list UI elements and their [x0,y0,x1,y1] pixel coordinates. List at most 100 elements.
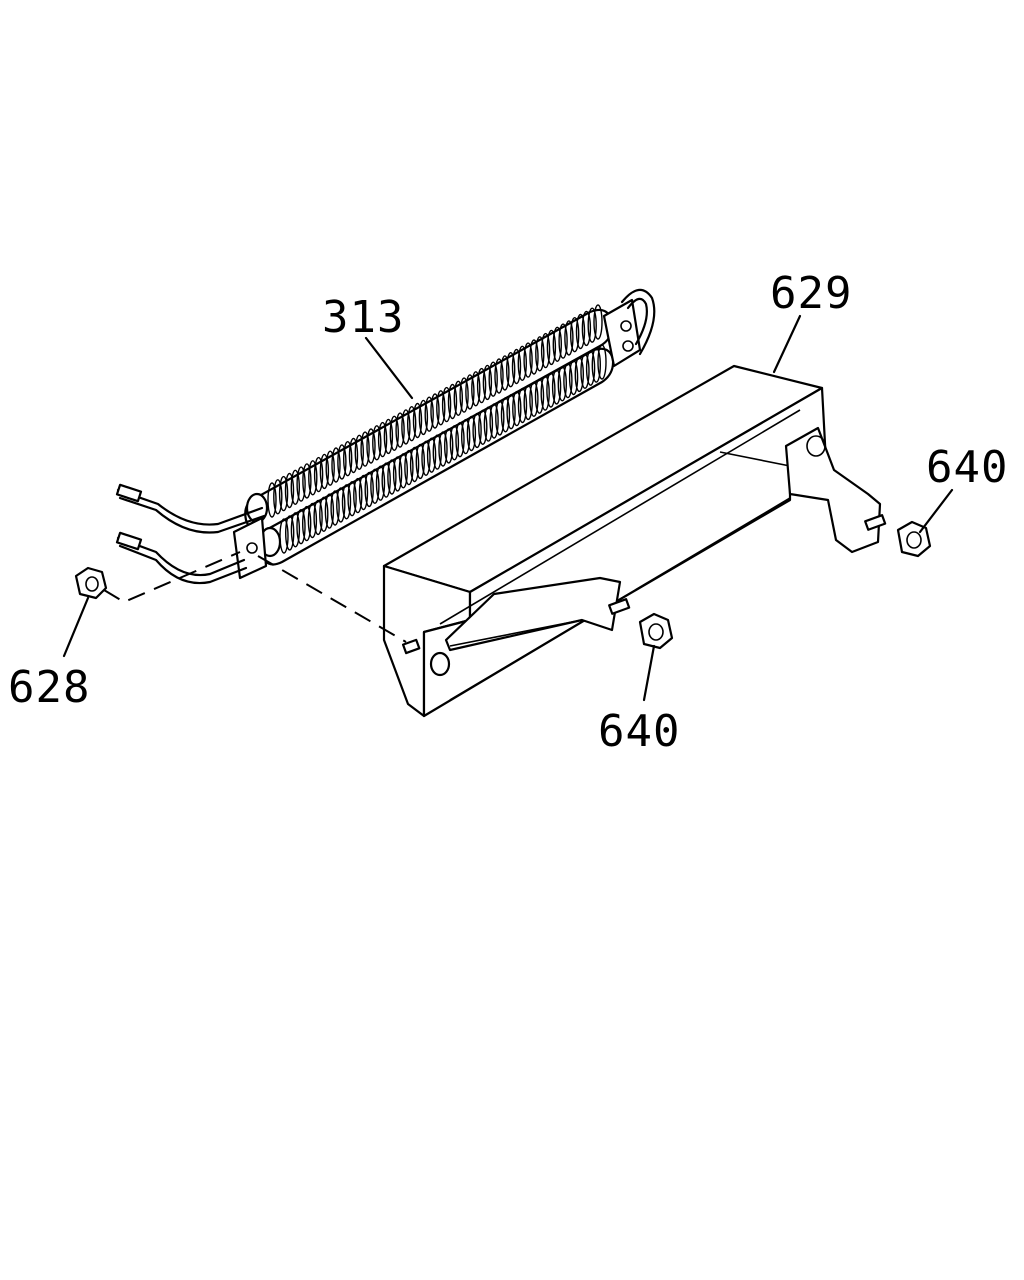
coil-fin [558,323,568,359]
coil-fin [424,396,434,432]
coil-fin [278,475,289,512]
coil-fin [449,425,460,461]
upper-hose-line-edge [118,496,266,534]
coil-fin [575,313,586,350]
coil-fin [285,515,295,551]
nut-640-lower [638,612,674,650]
coil-fin [415,443,425,480]
coil-fin [441,386,452,423]
coil-fin [412,402,423,439]
coil-fin [568,359,579,396]
coil-fin [325,450,335,486]
coil-fin [370,468,380,504]
coil-fin [358,474,369,511]
bracket-right-stud [864,514,887,531]
coil-fin [290,512,301,548]
coil-fin [506,394,516,430]
callout-640-lower: 640 [598,706,680,757]
coil-fin [302,463,312,499]
coil-fin [375,465,386,501]
coil-fin [409,446,420,483]
front-coil-fins [279,344,607,554]
lower-hose-line [116,536,246,577]
bracket-inner-edge [439,409,801,625]
coil-fin [580,353,590,389]
coil-fin [284,472,295,509]
coil-fin [273,479,283,515]
coil-fin [438,431,448,467]
coil-fin [319,453,330,490]
return-bend-pipe [620,288,656,356]
coil-fin [348,437,359,474]
bracket-inner-edge [449,497,791,701]
coil-fin [461,418,471,455]
upper-hose-fitting [115,483,143,503]
coil-fin [398,453,408,489]
coil-fin [489,403,499,439]
coil-fin [593,304,603,340]
leader-628 [62,596,90,658]
coil-fin [372,425,382,461]
coil-fin [523,384,533,421]
coil-fin [551,369,562,405]
assembly-line-cooler-to-bracket [257,555,407,643]
coil-fin [459,377,469,413]
coil-fin [585,350,596,386]
coil-fin [387,459,397,495]
coil-fin [546,372,556,408]
coil-fin [511,348,522,385]
coil-fin [483,406,494,442]
assembly-line-nut-628 [103,551,241,604]
coil-fin [453,380,463,416]
oil-cooler-assembly [115,288,656,585]
coil-fin [364,471,374,508]
coil-fin [290,469,300,505]
coil-fin [432,434,442,470]
lower-hose-fitting [115,531,143,551]
cooler-right-tab-hole [622,340,634,352]
cooler-left-tab [232,516,268,580]
bracket-right-flange [784,426,882,554]
coil-fin [564,320,574,356]
coil-fin [401,409,411,445]
coil-fin [455,422,465,458]
rear-coil-fins [267,304,603,518]
coil-fin [574,356,584,393]
coil-fin [540,375,550,411]
coil-fin [407,406,417,442]
coil-fin [563,362,573,399]
leader-629 [772,314,802,374]
leader-313 [364,336,414,400]
coil-fin [392,456,403,492]
coil-fin [389,415,399,451]
coil-fin [570,317,580,353]
lower-hose-line-edge [118,544,248,585]
coil-fin [341,484,352,520]
coil-fin [488,361,498,397]
coil-fin [330,490,340,526]
coil-fin [430,393,440,429]
coil-fin [512,390,522,427]
coil-fin [500,397,511,433]
coil-fin [444,428,454,464]
coil-fin [534,378,545,414]
coil-fin [336,487,346,523]
nut-628 [74,566,108,600]
coil-fin [447,383,458,420]
coil-fin [465,374,475,410]
coil-fin [343,441,353,477]
callout-313: 313 [322,292,404,343]
cooler-right-tab-hole [620,320,632,332]
coil-fin [383,418,394,455]
callout-628: 628 [8,662,90,713]
coil-fin [478,409,488,445]
coil-fin [482,364,493,401]
leader-640-lower [642,644,656,702]
coil-fin [506,352,516,388]
coil-fin [517,387,528,424]
coil-fin [421,440,431,476]
coil-fin [313,499,323,536]
leader-640-upper [918,488,954,534]
